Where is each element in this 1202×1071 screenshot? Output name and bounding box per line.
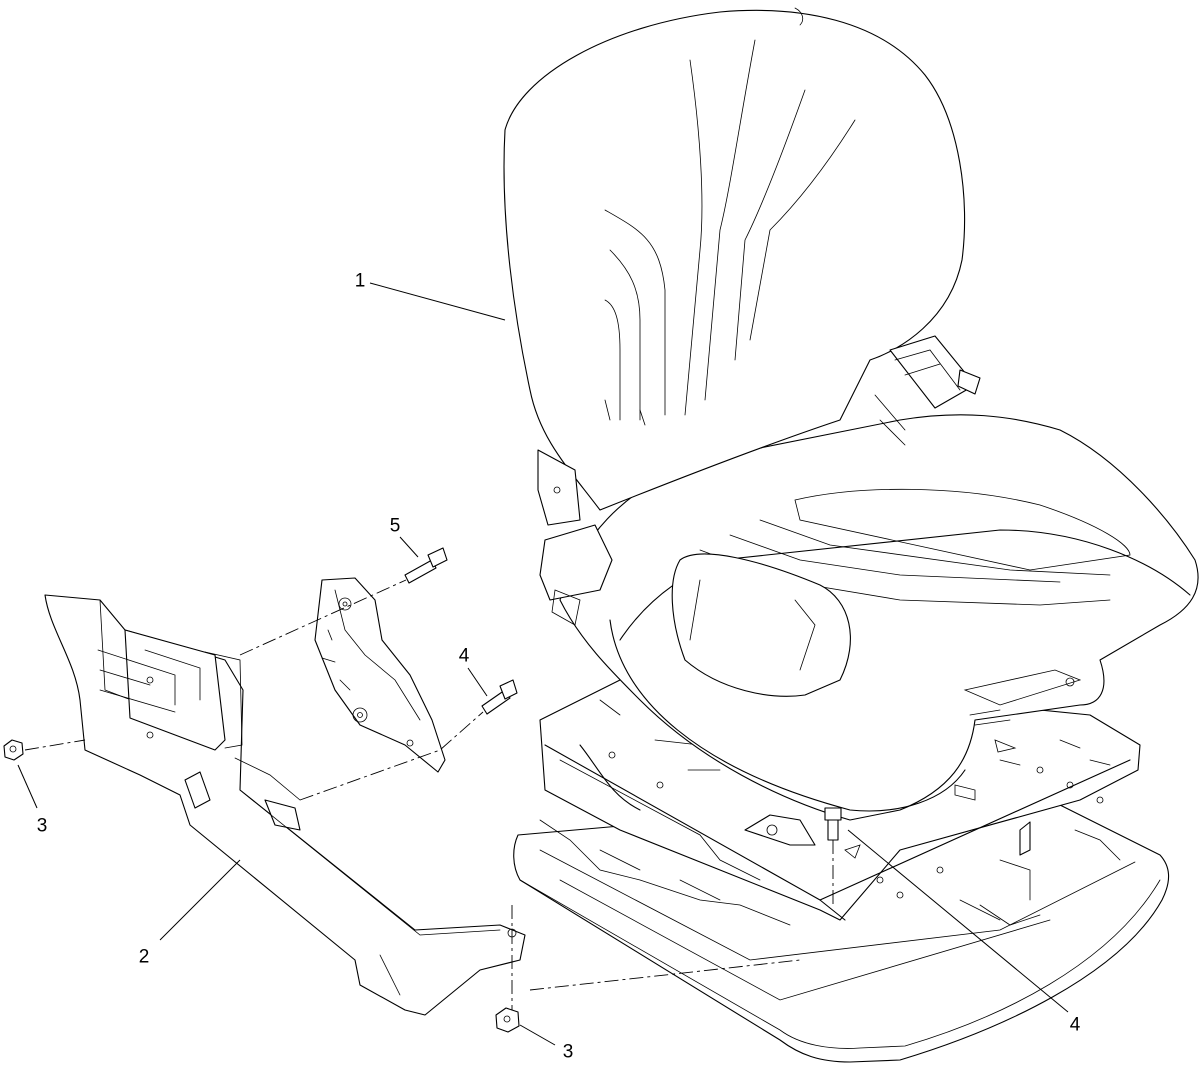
callout-4-bolt-right: 4: [1069, 1014, 1081, 1036]
callout-5-bolt: 5: [389, 515, 401, 537]
callout-1-seat: 1: [354, 270, 366, 292]
seat-base-plate: [513, 789, 1170, 1063]
bolt-item-5: [404, 547, 448, 584]
callout-3-nut-left: 3: [36, 815, 48, 837]
seat-assembly: [503, 7, 1199, 821]
nut-item-3-bottom: [495, 1007, 520, 1033]
nut-item-3-left: [3, 739, 24, 761]
bolt-item-4-right: [824, 807, 842, 841]
callout-3-nut-bottom: 3: [562, 1041, 574, 1063]
bolt-item-4-left: [481, 679, 518, 715]
assembly-centerlines: [24, 579, 834, 1010]
callout-2-bracket: 2: [138, 946, 150, 968]
leader-lines: [17, 282, 1069, 1046]
mounting-bracket: [44, 594, 526, 1016]
hinge-plate: [314, 577, 446, 773]
callout-4-bolt-left: 4: [458, 645, 470, 667]
